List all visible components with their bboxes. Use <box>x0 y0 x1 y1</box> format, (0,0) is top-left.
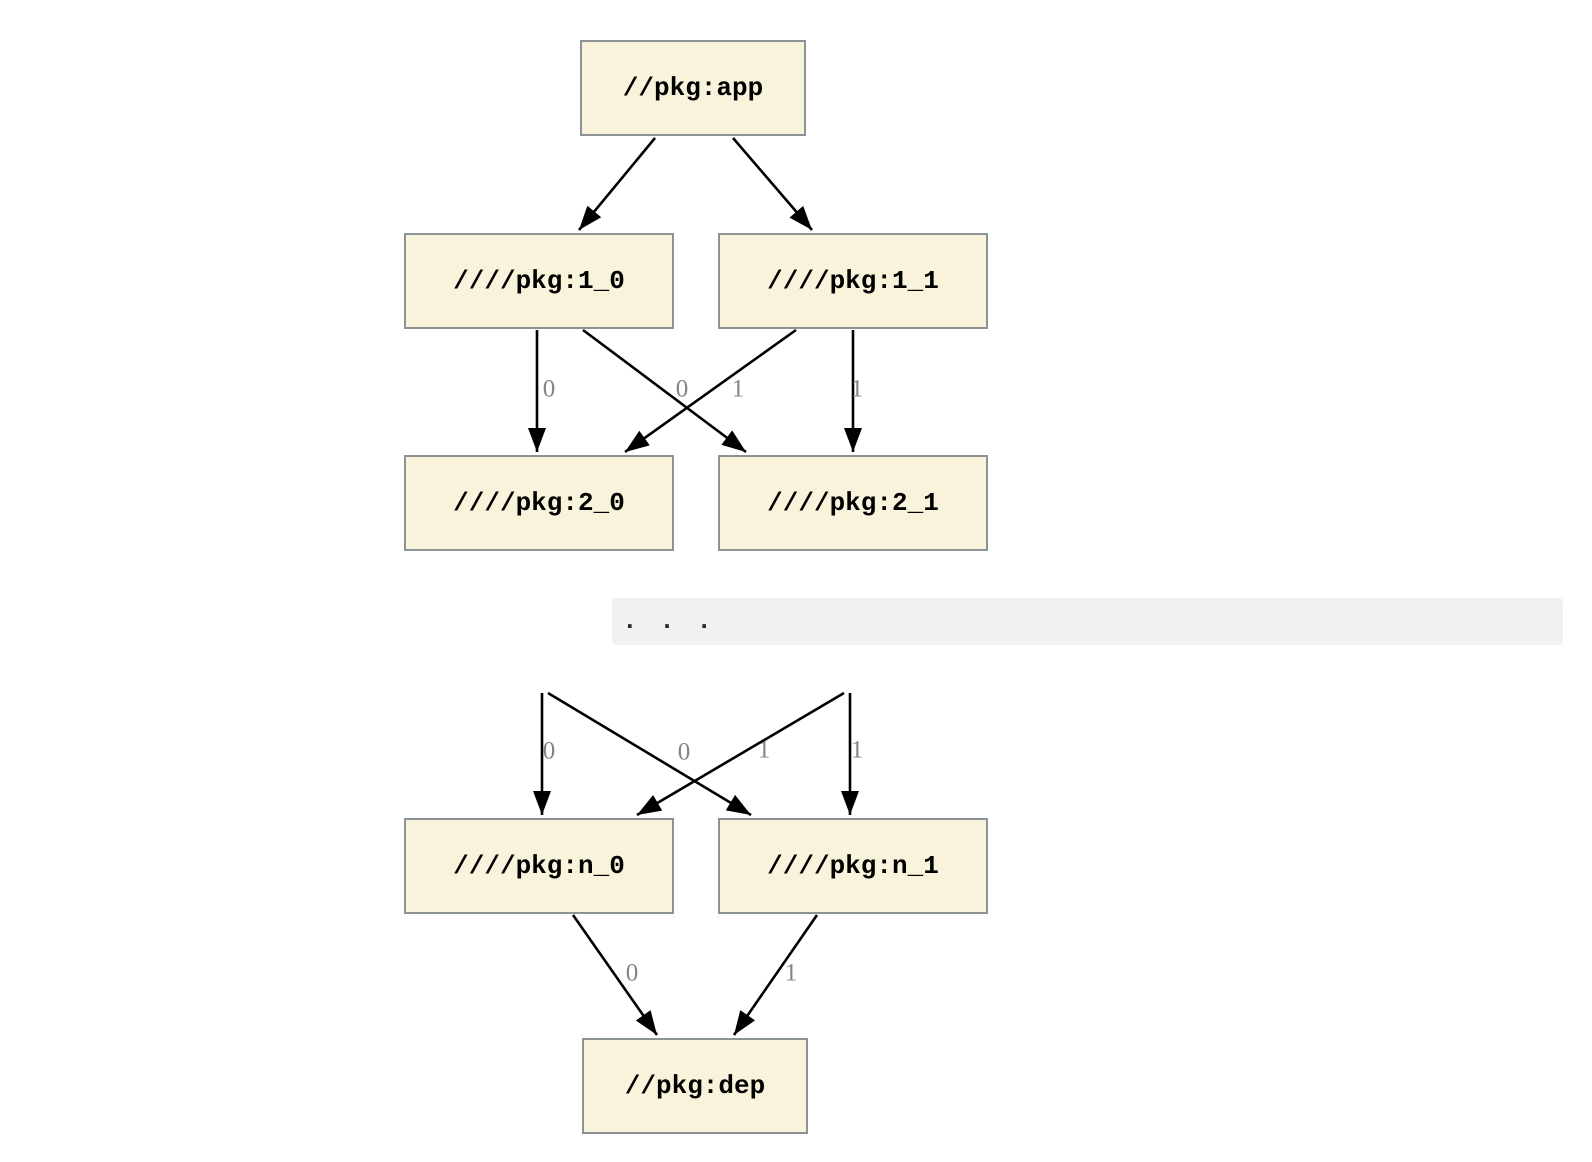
node-pkg-n-0: ////pkg:n_0 <box>404 818 674 914</box>
edge-1-0-to-2-1 <box>582 328 747 454</box>
edge-label-elided-to-n-0-left: 0 <box>542 737 556 765</box>
edge-label-1-1-to-2-0: 0 <box>675 375 689 403</box>
edge-label-n-1-to-dep: 1 <box>784 959 798 987</box>
edge-label-1-0-to-2-0: 0 <box>542 375 556 403</box>
edge-label-elided-to-n-1-right: 1 <box>850 736 864 764</box>
edge-n-1-to-dep <box>732 914 819 1036</box>
edge-app-to-1-1 <box>732 137 813 231</box>
ellipsis-block: . . . <box>612 598 1563 645</box>
edge-elided-to-n-0-cross <box>636 691 845 817</box>
edge-n-0-to-dep <box>571 914 659 1036</box>
node-pkg-1-1: ////pkg:1_1 <box>718 233 988 329</box>
edge-label-elided-to-n-1-cross: 1 <box>757 736 771 764</box>
edge-elided-to-n-1-cross <box>547 691 752 817</box>
edge-label-1-0-to-2-1: 1 <box>731 375 745 403</box>
edge-app-to-1-0 <box>577 137 657 231</box>
node-pkg-n-1: ////pkg:n_1 <box>718 818 988 914</box>
node-pkg-app: //pkg:app <box>580 40 806 136</box>
edge-1-1-to-2-0 <box>624 328 797 454</box>
node-pkg-2-0: ////pkg:2_0 <box>404 455 674 551</box>
edge-label-elided-to-n-0-cross: 0 <box>677 738 691 766</box>
edge-label-n-0-to-dep: 0 <box>625 959 639 987</box>
node-pkg-2-1: ////pkg:2_1 <box>718 455 988 551</box>
edge-label-1-1-to-2-1: 1 <box>850 375 864 403</box>
node-pkg-1-0: ////pkg:1_0 <box>404 233 674 329</box>
node-pkg-dep: //pkg:dep <box>582 1038 808 1134</box>
